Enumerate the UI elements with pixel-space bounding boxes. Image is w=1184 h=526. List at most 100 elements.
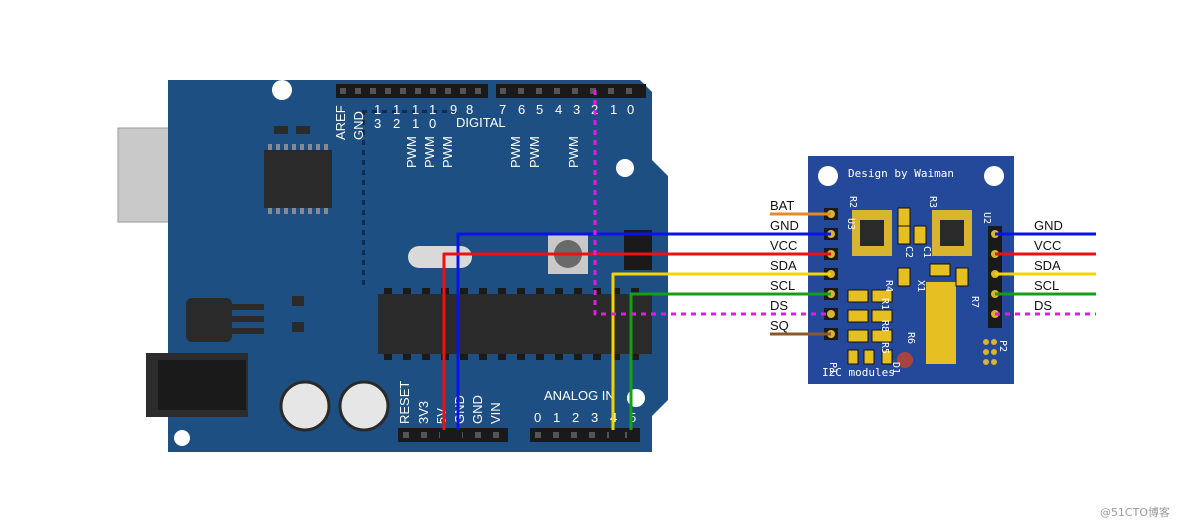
digital-pin-label: 0 (429, 116, 436, 131)
header-p1 (824, 208, 838, 340)
ref-designator: C2 (903, 246, 914, 258)
pin-label-gnd: GND (351, 111, 366, 140)
wire-vcc-left (442, 252, 831, 434)
power-pin-label: 5V (434, 408, 449, 424)
digital-label: DIGITAL (456, 115, 506, 130)
pwm-label: PWM (422, 136, 437, 168)
module-right-pin-label: GND (1034, 218, 1063, 233)
wires (440, 90, 1096, 438)
digital-pin-label: 1 (610, 102, 617, 117)
module-left-pin-label: GND (770, 218, 799, 233)
ref-designator: R6 (905, 332, 916, 344)
module-left-pin-labels: BAT GND VCC SDA SCL DS SQ (770, 198, 799, 333)
wire-sda-left (611, 272, 831, 434)
mounting-hole (174, 430, 190, 446)
digital-pin-label: 1 (412, 116, 419, 131)
ref-designator: P1 (827, 362, 838, 374)
ref-designator: P2 (997, 340, 1008, 352)
pwm-label: PWM (566, 136, 581, 168)
wire-gnd-left (456, 232, 831, 434)
ref-designator: U3 (845, 218, 856, 230)
digital-pin-label: 1 (374, 102, 381, 117)
ref-designator: X1 (915, 280, 926, 292)
watermark: @51CTO博客 (1099, 506, 1170, 519)
mounting-hole (984, 166, 1004, 186)
wire-end (609, 430, 617, 438)
digital-pin-label: 3 (573, 102, 580, 117)
digital-pin-label: 8 (466, 102, 473, 117)
voltage-regulator (186, 298, 232, 342)
ref-designator: R3 (927, 196, 938, 208)
digital-pin-label: 0 (627, 102, 634, 117)
analog-label: ANALOG IN (544, 388, 615, 403)
mounting-hole (818, 166, 838, 186)
module-left-pin-label: SQ (770, 318, 789, 333)
digital-pin-label: 9 (450, 102, 457, 117)
digital-pin-label: 1 (412, 102, 419, 117)
module-right-pin-label: VCC (1034, 238, 1061, 253)
pwm-label: PWM (508, 136, 523, 168)
module-pcb (808, 156, 1014, 384)
atmega-chip (378, 294, 652, 354)
power-pin-label: 3V3 (416, 401, 431, 424)
module-left-pin-label: VCC (770, 238, 797, 253)
pwm-label: PWM (527, 136, 542, 168)
module-left-pin-label: DS (770, 298, 788, 313)
pwm-label: PWM (404, 136, 419, 168)
module-right-pin-label: DS (1034, 298, 1052, 313)
digital-pin-label: 5 (536, 102, 543, 117)
digital-header (336, 84, 646, 98)
led-d1 (897, 352, 913, 368)
wire-scl-left (629, 292, 831, 434)
analog-pin-label: 1 (553, 410, 560, 425)
ref-designator: C1 (921, 246, 932, 258)
capacitor (338, 380, 390, 432)
module-footer: I2C modules (822, 366, 895, 379)
ref-designator: R2 (847, 196, 858, 208)
wire-end (627, 430, 635, 438)
digital-pin-label: 7 (499, 102, 506, 117)
wire-end (454, 430, 462, 438)
digital-pin-label: 2 (591, 102, 598, 117)
crystal (408, 246, 472, 268)
usb-serial-chip (264, 150, 332, 208)
module-left-pin-label: SDA (770, 258, 797, 273)
ref-designator: R8 (879, 320, 890, 332)
module-title: Design by Waiman (848, 167, 954, 180)
icsp-header (624, 230, 652, 270)
module-right-pin-labels: GND VCC SDA SCL DS (1034, 218, 1063, 313)
battery-pad (926, 282, 956, 364)
wire-end (440, 430, 448, 438)
module-right-pin-label: SCL (1034, 278, 1059, 293)
digital-pin-label: 4 (555, 102, 562, 117)
module-left-pin-label: SCL (770, 278, 795, 293)
power-pin-label: RESET (397, 381, 412, 424)
analog-pin-label: 0 (534, 410, 541, 425)
module-left-pin-label: BAT (770, 198, 794, 213)
ref-designator: R1 (879, 298, 890, 310)
ref-designator: R5 (879, 342, 890, 354)
digital-pin-label: 2 (393, 116, 400, 131)
digital-pin-label: 3 (374, 116, 381, 131)
digital-pin-label: 1 (429, 102, 436, 117)
crystal-x1 (929, 263, 951, 277)
ref-designator: U2 (981, 212, 992, 224)
analog-pin-label: 3 (591, 410, 598, 425)
wire-ds-left (593, 90, 831, 316)
ref-designator: R7 (969, 296, 980, 308)
capacitor (279, 380, 331, 432)
digital-pin-label: 1 (393, 102, 400, 117)
analog-pin-label: 5 (629, 410, 636, 425)
digital-pin-label: 6 (518, 102, 525, 117)
ref-designator: D1 (890, 362, 901, 374)
module-right-pin-label: SDA (1034, 258, 1061, 273)
pwm-label: PWM (440, 136, 455, 168)
mounting-hole (616, 159, 634, 177)
power-pin-label: VIN (488, 402, 503, 424)
pin-label-aref: AREF (333, 105, 348, 140)
